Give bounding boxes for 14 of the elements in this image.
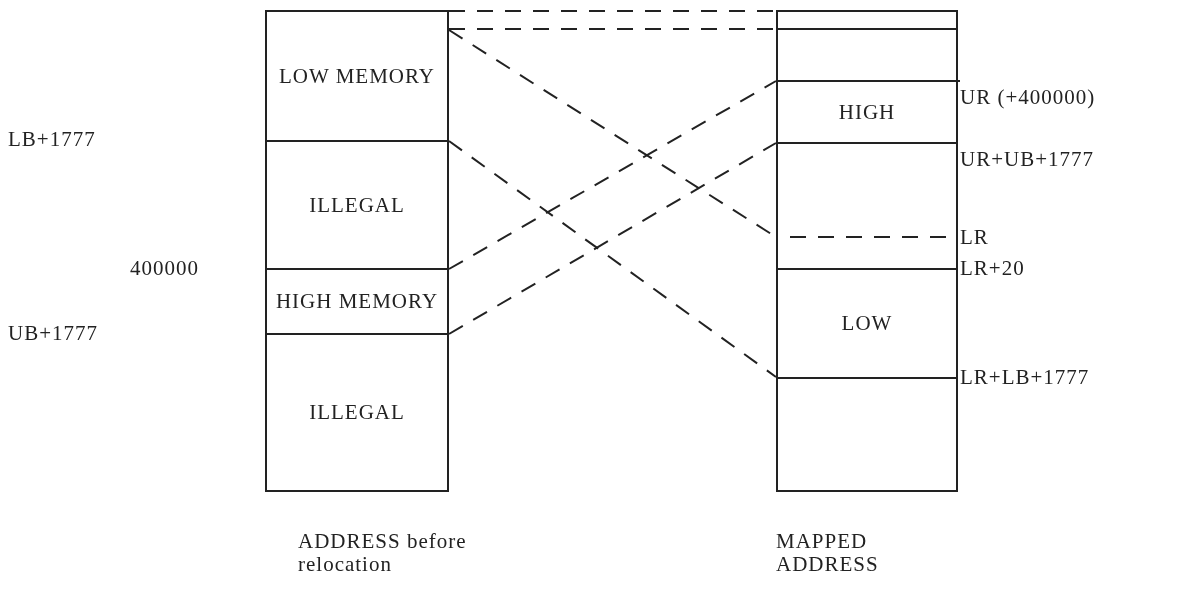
dashed-connector xyxy=(448,142,777,335)
address-label: UR (+400000) xyxy=(960,86,1096,110)
memory-segment xyxy=(265,10,449,142)
dashed-connector xyxy=(448,80,777,270)
memory-segment xyxy=(776,80,958,144)
memory-segment xyxy=(776,28,958,82)
memory-segment xyxy=(265,140,449,270)
memory-segment xyxy=(265,333,449,492)
memory-segment xyxy=(265,268,449,335)
memory-segment xyxy=(776,142,958,270)
memory-segment xyxy=(776,377,958,492)
memory-segment xyxy=(776,268,958,379)
memory-segment xyxy=(776,10,958,30)
dashed-connector xyxy=(448,140,777,378)
